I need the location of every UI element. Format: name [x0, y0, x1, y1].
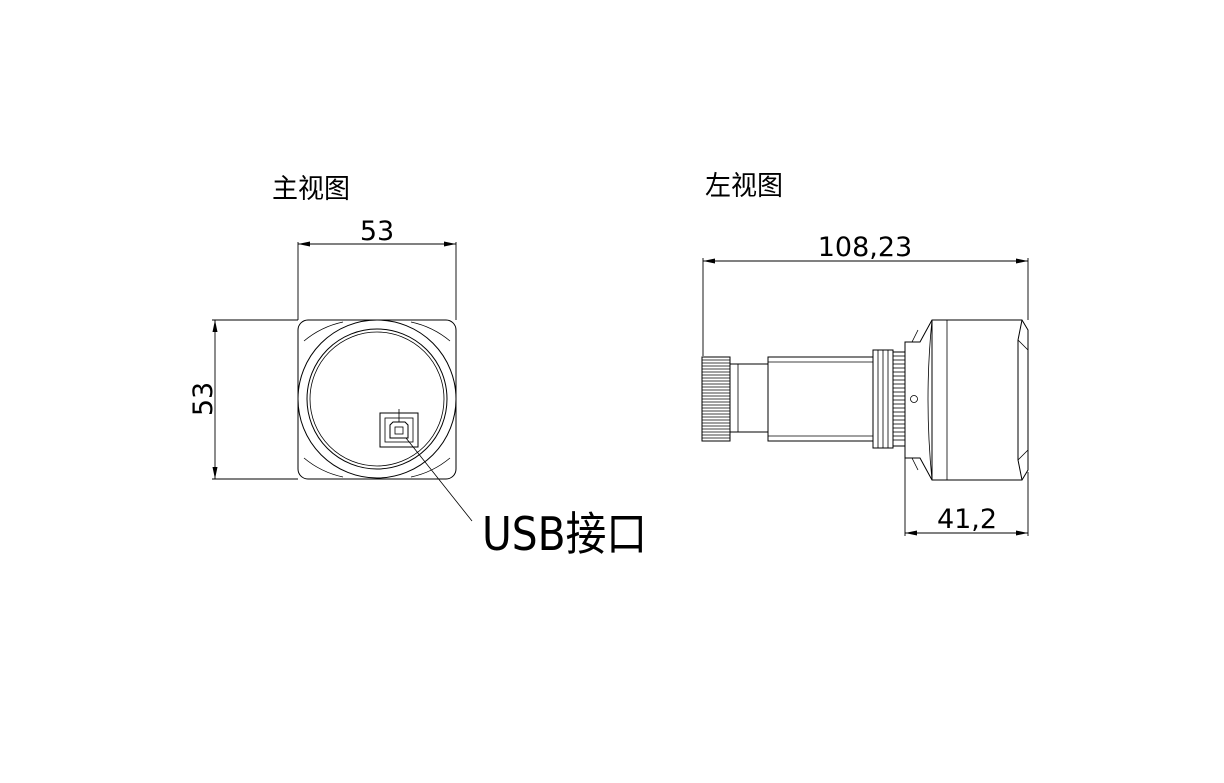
total-length-label: 108,23: [818, 232, 912, 263]
lens-neck: [730, 363, 768, 433]
left-view-title: 左视图: [705, 171, 783, 202]
front-height-dimension: 53: [188, 319, 298, 480]
front-width-label: 53: [360, 216, 394, 247]
left-view: 左视图 108,23 41,2: [701, 171, 1029, 536]
camera-front-housing: [297, 319, 457, 480]
front-view: 主视图 53 53: [188, 174, 647, 561]
usb-callout-label: USB接口: [482, 507, 647, 561]
front-width-dimension: 53: [297, 216, 457, 320]
usb-port: [379, 409, 419, 448]
knurled-ring: [701, 356, 731, 442]
front-view-title: 主视图: [272, 174, 350, 205]
lens-mount-rings: [872, 349, 906, 449]
lens-barrel: [767, 356, 874, 442]
camera-body-housing: [904, 319, 1029, 481]
usb-leader-line: [405, 437, 473, 522]
total-length-dimension: 108,23: [702, 232, 1029, 356]
housing-length-dimension: 41,2: [904, 450, 1029, 536]
front-height-label: 53: [188, 382, 219, 416]
housing-length-label: 41,2: [937, 504, 997, 535]
